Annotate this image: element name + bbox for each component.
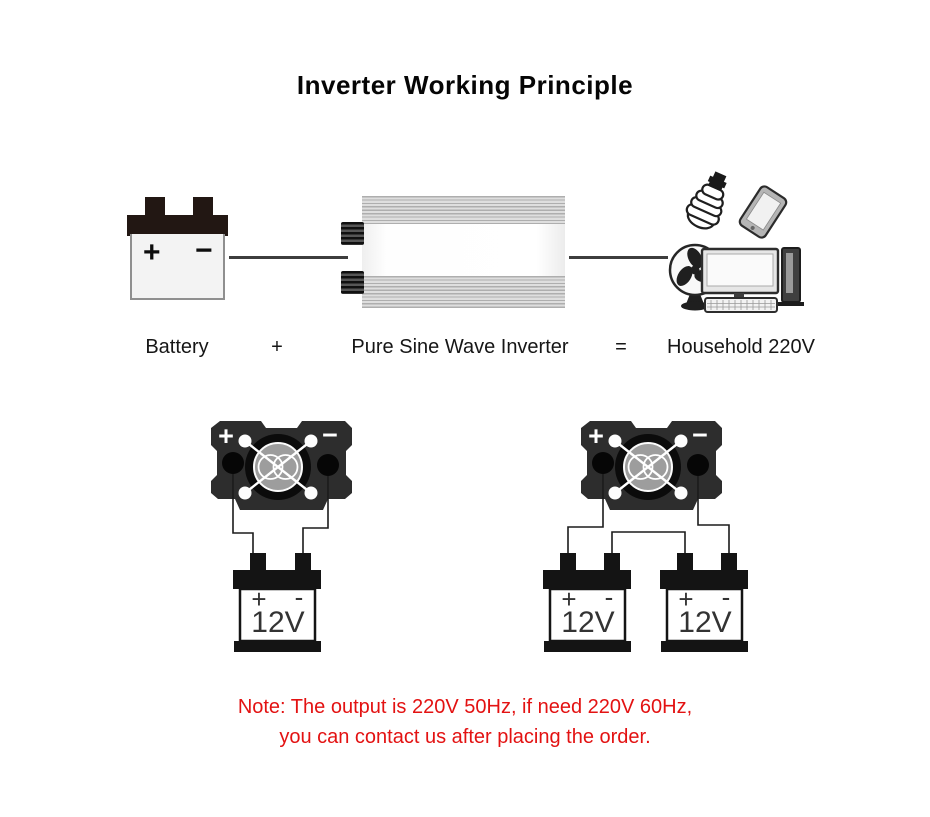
inverter-photo [341, 196, 565, 308]
inverter-minus-terminal [317, 454, 339, 476]
inverter-heatsink-bottom [362, 276, 565, 308]
household-appliances-icons [668, 171, 804, 313]
inverter-terminal-connector [341, 271, 364, 294]
cooling-fan-icon [608, 434, 688, 500]
pc-tower-icon [778, 247, 804, 306]
battery-cap [127, 215, 228, 236]
inverter-body-panel [362, 224, 565, 276]
inverter-plus-label: + [588, 421, 604, 451]
equation-plus-sign: + [271, 336, 283, 358]
note-line-1: Note: The output is 220V 50Hz, if need 2… [237, 696, 693, 718]
monitor-icon [700, 247, 780, 303]
cfl-bulb-icon [685, 171, 727, 230]
keyboard-icon [704, 297, 778, 313]
battery-voltage-label: 12V [678, 606, 731, 639]
battery-minus-sign: − [195, 234, 213, 267]
battery-minus-label: - [722, 582, 731, 612]
battery-cables [232, 474, 329, 555]
inverter-heatsink-top [362, 196, 565, 224]
wiring-diagram-double-battery: + − + - 12V + - 12V [543, 420, 748, 652]
equation-household-label: Household 220V [667, 336, 815, 358]
note-line-2: you can contact us after placing the ord… [279, 726, 651, 748]
battery-plus-label: + [251, 584, 266, 614]
inverter-minus-label: − [322, 420, 338, 450]
wire-inverter-to-appliances [569, 256, 668, 259]
cooling-fan-icon [238, 434, 318, 500]
battery-plus-label: + [561, 584, 576, 614]
battery-terminal-post [193, 197, 213, 219]
battery-terminal-post [145, 197, 165, 219]
battery-minus-label: - [605, 582, 614, 612]
note-text: Note: The output is 220V 50Hz, if need 2… [0, 692, 930, 752]
equation-battery-label: Battery [145, 336, 209, 358]
battery-cables [567, 474, 730, 555]
battery-plus-label: + [678, 584, 693, 614]
page-title: Inverter Working Principle [296, 70, 634, 100]
equation-equals-sign: = [615, 336, 627, 358]
equation-inverter-label: Pure Sine Wave Inverter [351, 336, 569, 358]
inverter-plus-terminal [592, 452, 614, 474]
smartphone-icon [738, 185, 788, 239]
wire-battery-to-inverter [229, 256, 348, 259]
battery-voltage-label: 12V [561, 606, 614, 639]
inverter-minus-terminal [687, 454, 709, 476]
inverter-terminal-connector [341, 222, 364, 245]
battery-voltage-label: 12V [251, 606, 304, 639]
battery-plus-sign: + [143, 236, 161, 269]
battery-body: + − [130, 234, 225, 300]
inverter-minus-label: − [692, 420, 708, 450]
battery-12v-second: + - 12V [660, 553, 748, 652]
battery-12v-first: + - 12V [543, 553, 631, 652]
inverter-plus-label: + [218, 421, 234, 451]
wiring-diagram-single-battery: + − + - 12V [211, 420, 352, 652]
battery-minus-label: - [295, 582, 304, 612]
inverter-plus-terminal [222, 452, 244, 474]
battery-12v: + - 12V [233, 553, 321, 652]
